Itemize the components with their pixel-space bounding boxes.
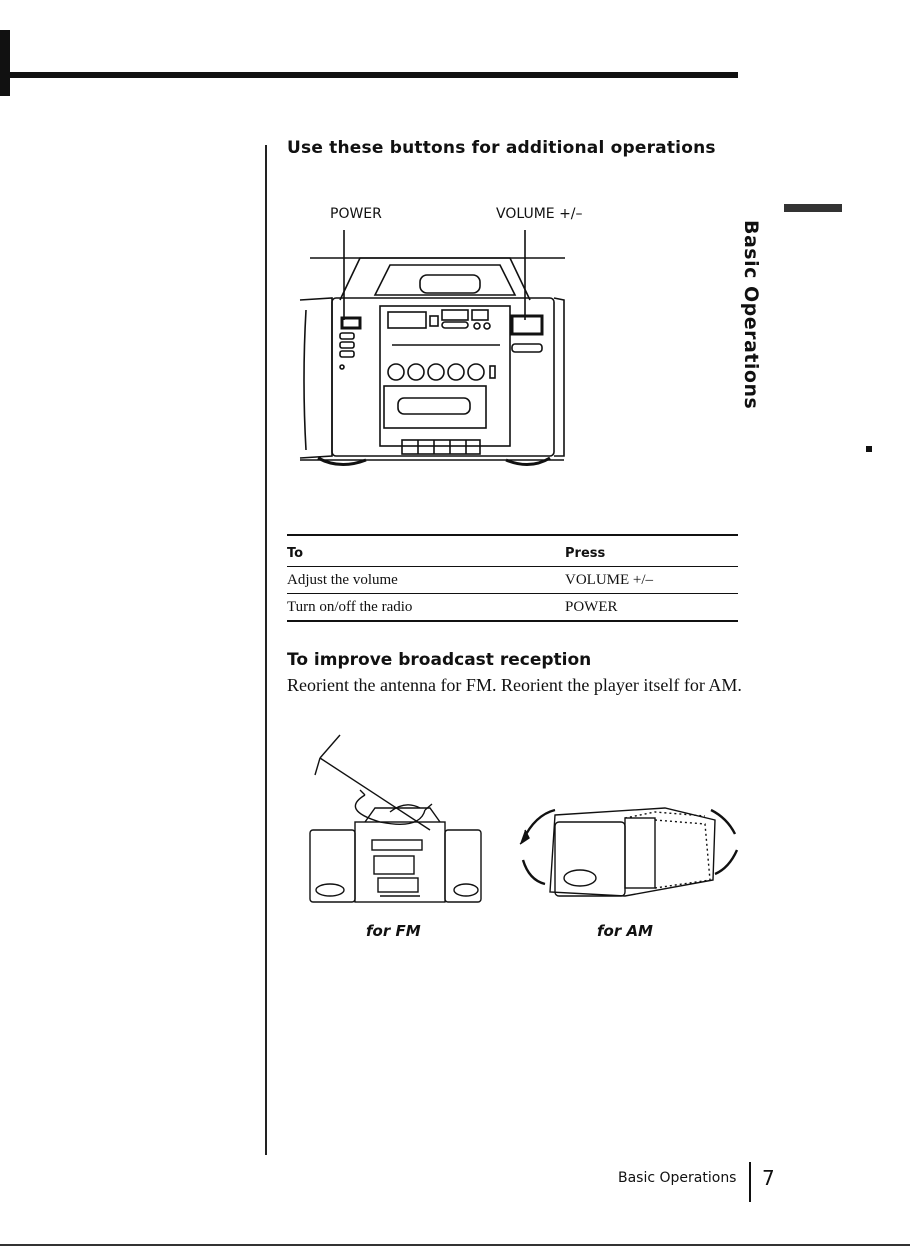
body-paragraph: Reorient the antenna for FM. Reorient th… <box>287 674 747 697</box>
footer-section: Basic Operations <box>618 1170 736 1186</box>
subheading: To improve broadcast reception <box>287 650 591 670</box>
am-rotate-illustration <box>515 800 740 910</box>
top-rule <box>0 72 738 78</box>
table-cell: POWER <box>565 594 738 622</box>
table-row: Adjust the volume VOLUME +/– <box>287 567 738 594</box>
table-row: Turn on/off the radio POWER <box>287 594 738 622</box>
table-header-row: To Press <box>287 535 738 567</box>
section-heading: Use these buttons for additional operati… <box>287 138 716 158</box>
table-header-to: To <box>287 535 565 567</box>
fm-caption: for FM <box>366 922 421 940</box>
side-tab-label: Basic Operations <box>740 220 762 409</box>
table-header-press: Press <box>565 535 738 567</box>
top-margin-tab <box>0 30 10 96</box>
operations-table: To Press Adjust the volume VOLUME +/– Tu… <box>287 534 738 622</box>
bottom-edge <box>0 1244 910 1246</box>
am-caption: for AM <box>597 922 653 940</box>
table-cell: VOLUME +/– <box>565 567 738 594</box>
footer-rule <box>749 1162 751 1202</box>
side-tab-marker <box>744 200 844 216</box>
table-cell: Turn on/off the radio <box>287 594 565 622</box>
table-cell: Adjust the volume <box>287 567 565 594</box>
fm-antenna-illustration <box>300 730 490 910</box>
boombox-front-illustration <box>300 220 580 480</box>
column-rule <box>265 145 267 1155</box>
end-mark <box>866 446 872 452</box>
side-tab-label-wrap: Basic Operations <box>728 220 768 380</box>
page-number: 7 <box>762 1166 775 1190</box>
